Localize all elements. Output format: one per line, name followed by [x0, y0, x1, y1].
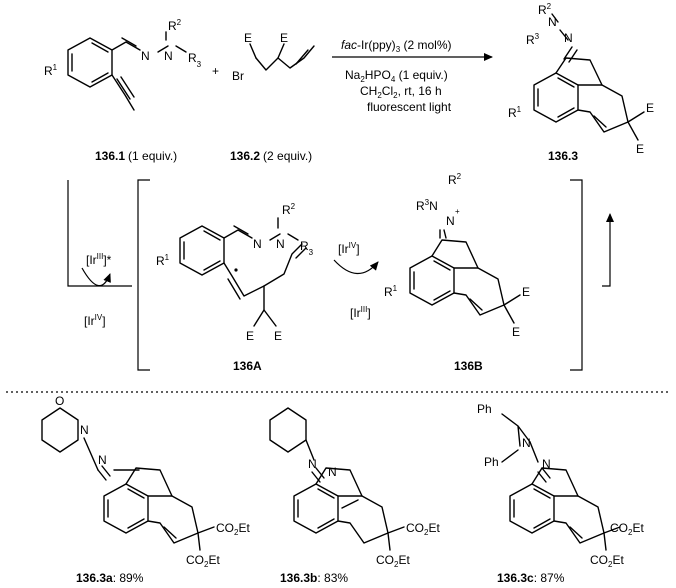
light-text: fluorescent light	[367, 100, 452, 114]
substrate2-equiv: (2 equiv.)	[263, 149, 312, 163]
svg-text:E: E	[274, 329, 282, 343]
product-n1: N	[564, 31, 573, 45]
example-136-3c-structure	[501, 413, 621, 551]
compound-id-136a: 136A	[233, 359, 262, 373]
radical-dot	[234, 268, 238, 272]
example-136-3b-label: 136.3b: 83%	[280, 571, 348, 585]
svg-text:N: N	[98, 453, 107, 467]
svg-text:R2: R2	[282, 202, 296, 217]
svg-text:CO2Et: CO2Et	[590, 553, 624, 569]
svg-text:O: O	[55, 394, 64, 408]
intermediate-136a-structure	[179, 217, 307, 327]
svg-text:E: E	[512, 325, 520, 339]
mechanism-brackets	[137, 179, 583, 371]
svg-text:N: N	[276, 237, 285, 251]
svg-text:CO2Et: CO2Et	[186, 553, 220, 569]
r3-sub: 3	[197, 60, 202, 69]
plus-sign: +	[212, 64, 219, 78]
n2-atom: N	[164, 49, 173, 63]
base-text: Na2HPO4 (1 equiv.)	[345, 68, 448, 84]
example-136-3b-structure	[269, 407, 405, 551]
svg-text:R1: R1	[508, 105, 522, 120]
plus-charge: +	[455, 207, 460, 216]
diazo-n1: N	[446, 214, 455, 228]
e-label-2: E	[280, 31, 288, 45]
svg-text:R1: R1	[44, 63, 58, 78]
product-136-3-structure	[533, 13, 645, 141]
svg-text:136.1(1 equiv.): 136.1(1 equiv.)	[95, 149, 177, 163]
svg-text:CO2Et: CO2Et	[610, 521, 644, 537]
catalytic-cycle-arrows	[67, 180, 614, 287]
svg-text:R1: R1	[156, 253, 170, 268]
svg-text:R2: R2	[448, 172, 462, 187]
r3-label: R	[188, 51, 197, 65]
svg-text:Ph: Ph	[477, 402, 492, 416]
example-136-3a-label: 136.3a: 89%	[76, 571, 144, 585]
substrate-136-1-structure	[67, 31, 187, 111]
product-n2: N	[548, 15, 557, 29]
e-label-1: E	[244, 31, 252, 45]
r2-label: R	[168, 19, 177, 33]
svg-text:N: N	[522, 436, 531, 450]
svg-text:Ph: Ph	[484, 455, 499, 469]
svg-text:E: E	[246, 329, 254, 343]
svg-text:N: N	[80, 423, 89, 437]
ir3-star-label: [IrIII]*	[86, 252, 112, 267]
svg-text:CO2Et: CO2Et	[216, 521, 250, 537]
ir4-label: [IrIV]	[84, 313, 106, 328]
example-136-3a-structure	[41, 407, 215, 551]
br-label: Br	[232, 69, 244, 83]
svg-text:CO2Et: CO2Et	[406, 521, 440, 537]
svg-text:136.2(2 equiv.): 136.2(2 equiv.)	[230, 149, 312, 163]
compound-id-136b: 136B	[454, 359, 483, 373]
r2-sup: 2	[177, 18, 182, 27]
compound-id-136-2: 136.2	[230, 149, 260, 163]
r1-sup: 1	[53, 63, 58, 72]
solvent-text: CH2Cl2, rt, 16 h	[360, 84, 442, 100]
compound-id-136-3: 136.3	[548, 149, 578, 163]
svg-text:R2: R2	[168, 18, 182, 33]
example-136-3c-label: 136.3c: 87%	[497, 571, 565, 585]
r1-label: R	[44, 64, 53, 78]
n1-atom: N	[141, 49, 150, 63]
svg-text:R2: R2	[538, 2, 552, 17]
product-e1: E	[646, 101, 654, 115]
ir4-label-2: [IrIV]	[338, 241, 360, 256]
svg-text:R3: R3	[526, 32, 540, 47]
svg-text:N: N	[542, 457, 551, 471]
svg-text:R3N: R3N	[416, 198, 438, 213]
svg-text:R3: R3	[300, 239, 314, 257]
svg-text:R1: R1	[384, 284, 398, 299]
intermediate-136b-structure	[409, 229, 521, 324]
svg-text:E: E	[522, 285, 530, 299]
catalyst-text: fac-Ir(ppy)3 (2 mol%)	[341, 38, 451, 54]
product-e2: E	[636, 142, 644, 156]
svg-text:N: N	[328, 465, 337, 479]
substrate-136-2-structure	[249, 43, 315, 71]
substrate1-equiv: (1 equiv.)	[128, 149, 177, 163]
ir3-label: [IrIII]	[350, 305, 371, 320]
compound-id-136-1: 136.1	[95, 149, 125, 163]
svg-text:N: N	[308, 457, 317, 471]
svg-text:R3: R3	[188, 51, 202, 69]
svg-text:N: N	[253, 237, 262, 251]
svg-text:CO2Et: CO2Et	[376, 553, 410, 569]
